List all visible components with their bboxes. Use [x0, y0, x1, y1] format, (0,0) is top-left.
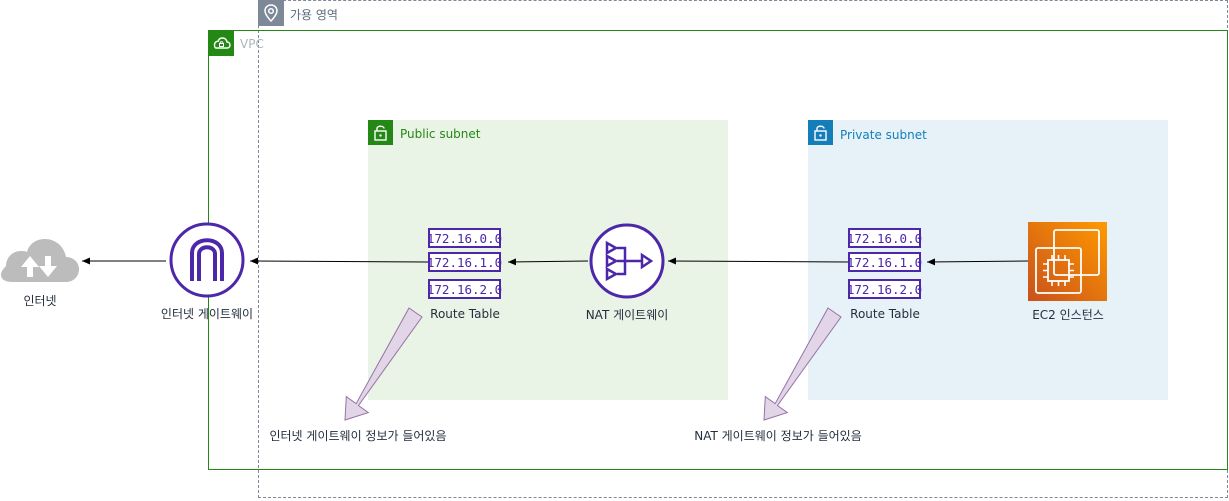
internet-cloud-icon [0, 232, 80, 288]
route-entry: 172.16.1.0 [847, 252, 922, 272]
internet-label: 인터넷 [23, 294, 57, 308]
lock-icon [808, 120, 833, 145]
nat-gateway-icon [588, 222, 666, 300]
ec2-label: EC2 인스턴스 [1032, 308, 1104, 322]
edge-routetable-to-nat [667, 257, 849, 265]
nat-gateway-label: NAT 게이트웨이 [585, 308, 669, 322]
route-entry: 172.16.2.0 [847, 279, 922, 299]
route-entry: 172.16.2.0 [427, 279, 502, 299]
internet-gateway-label: 인터넷 게이트웨이 [160, 307, 254, 321]
public-route-table-label: Route Table [430, 307, 500, 321]
edge-ec2-to-routetable [926, 258, 1029, 266]
ec2-chip-icon [1028, 222, 1107, 301]
public-subnet-label: Public subnet [400, 127, 481, 141]
route-entry: 172.16.0.0 [427, 228, 502, 248]
route-entry: 172.16.0.0 [847, 228, 922, 248]
edge-nat-to-routetable [507, 258, 589, 266]
public-note-text: 인터넷 게이트웨이 정보가 들어있음 [269, 429, 447, 443]
route-entry: 172.16.1.0 [427, 252, 502, 272]
cloud-icon [208, 30, 234, 56]
vpc-label: VPC [240, 37, 264, 51]
private-route-table-label: Route Table [850, 307, 920, 321]
location-pin-icon [258, 0, 284, 26]
lock-icon [368, 120, 393, 145]
availability-zone-label: 가용 영역 [290, 8, 338, 22]
callout-arrow-public [344, 307, 423, 421]
edge-routetable-to-igw [249, 257, 429, 265]
callout-arrow-private [763, 307, 842, 421]
internet-gateway-icon [168, 221, 246, 299]
private-note-text: NAT 게이트웨이 정보가 들어있음 [694, 429, 862, 443]
private-subnet-label: Private subnet [840, 128, 927, 142]
